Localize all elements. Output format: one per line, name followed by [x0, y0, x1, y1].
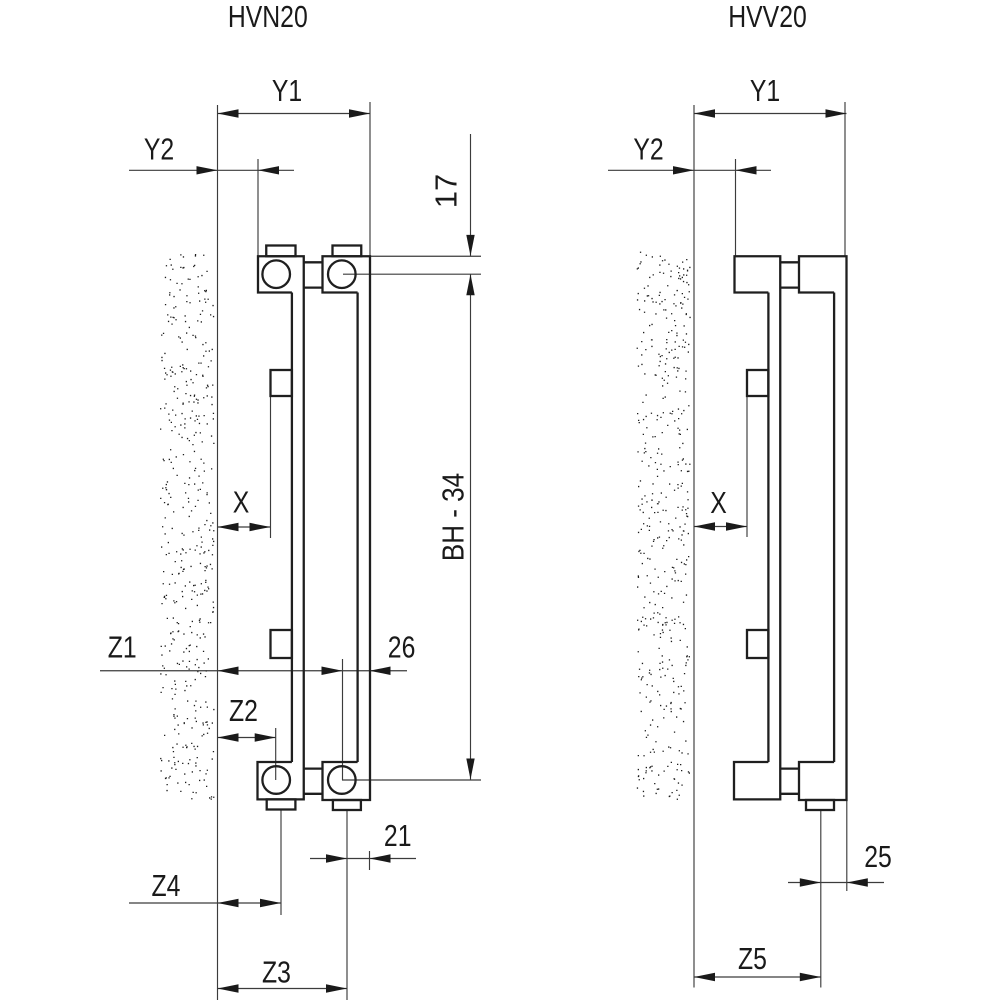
svg-text:Y1: Y1: [272, 73, 302, 107]
svg-text:Y1: Y1: [750, 73, 780, 107]
svg-text:26: 26: [388, 630, 416, 664]
svg-text:BH - 34: BH - 34: [436, 473, 471, 561]
svg-text:17: 17: [428, 174, 463, 208]
svg-text:X: X: [710, 485, 727, 519]
svg-text:25: 25: [864, 839, 892, 873]
svg-text:Z3: Z3: [262, 955, 291, 989]
svg-text:Z2: Z2: [229, 693, 258, 727]
svg-text:X: X: [233, 485, 250, 519]
svg-text:HVN20: HVN20: [228, 0, 308, 34]
svg-text:Y2: Y2: [633, 132, 663, 166]
svg-text:Z5: Z5: [738, 941, 767, 975]
svg-text:HVV20: HVV20: [728, 0, 807, 34]
svg-text:Z4: Z4: [152, 868, 181, 902]
svg-text:Z1: Z1: [108, 630, 137, 664]
svg-text:Y2: Y2: [144, 132, 174, 166]
svg-text:21: 21: [384, 818, 412, 852]
